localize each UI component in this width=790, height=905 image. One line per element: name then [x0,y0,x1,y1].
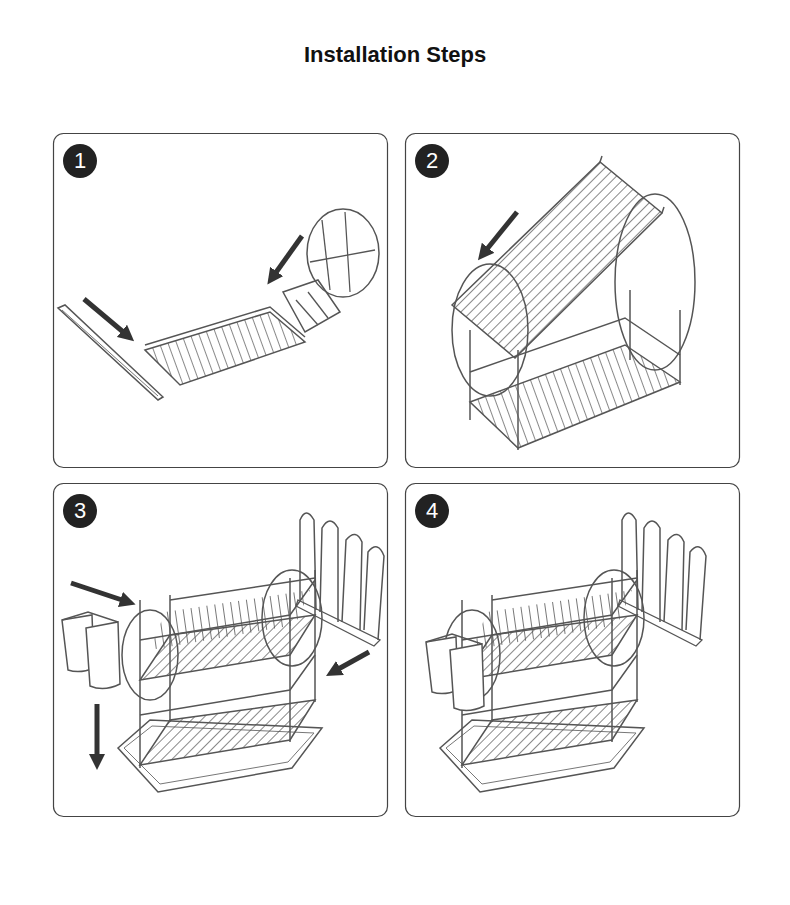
callout-number: 4 [426,498,438,524]
callout-number: 2 [426,148,438,174]
step-number: 4 [415,494,449,528]
step-number: 3 [63,494,97,528]
step-number: 1 [63,144,97,178]
callout-number: 1 [74,148,86,174]
callout-number: 3 [74,498,86,524]
step-number: 2 [415,144,449,178]
title: Installation Steps [304,42,486,68]
